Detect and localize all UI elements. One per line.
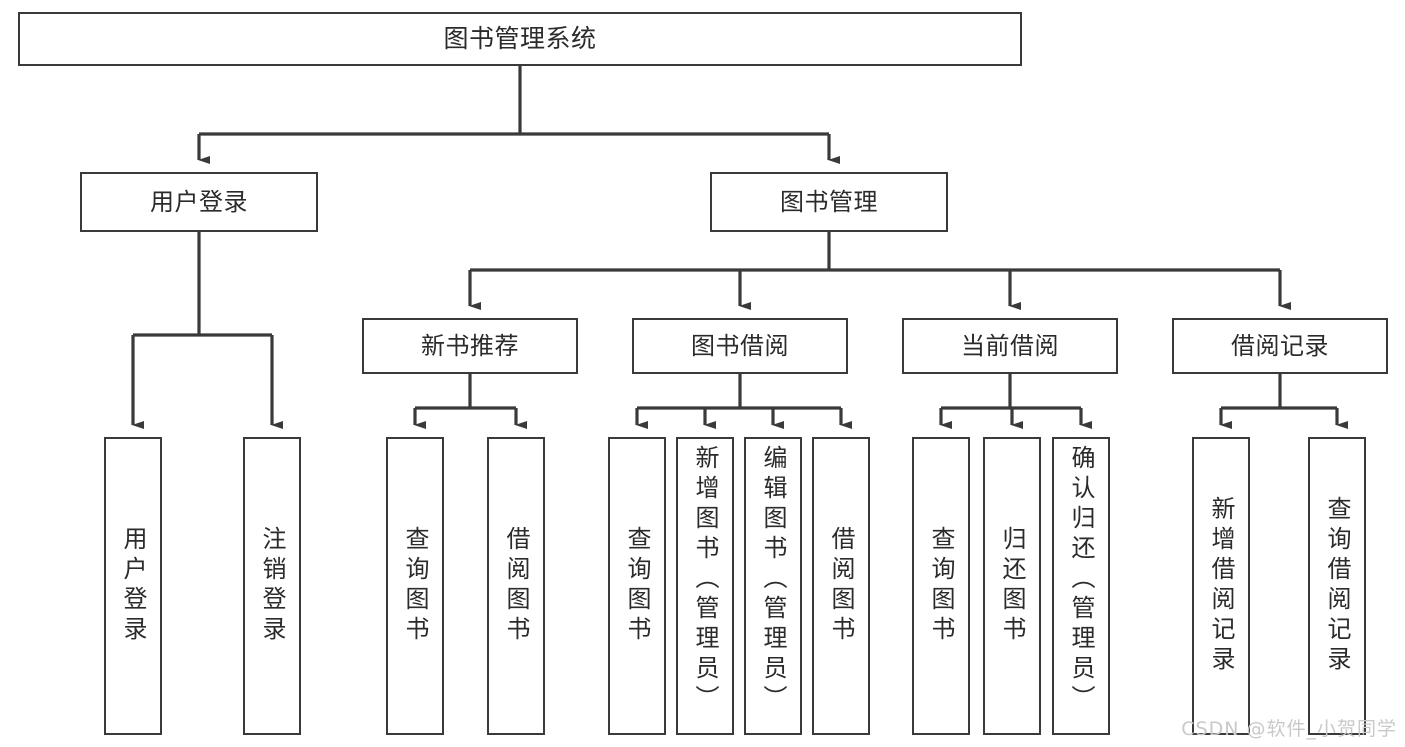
node-new-book-recommend[interactable]: 新书推荐	[362, 318, 578, 374]
node-label: 查询图书	[927, 526, 955, 646]
node-label: 用户登录	[150, 187, 248, 216]
node-book-borrow[interactable]: 图书借阅	[632, 318, 848, 374]
node-label: 确认归还（管理员）	[1067, 445, 1095, 715]
node-label: 新增图书（管理员）	[691, 445, 719, 715]
node-current-borrow[interactable]: 当前借阅	[902, 318, 1118, 374]
node-user-login[interactable]: 用户登录	[80, 172, 318, 232]
node-leaf-query-book-recommend[interactable]: 查询图书	[386, 437, 444, 735]
watermark: CSDN @软件_小贺同学	[1181, 718, 1397, 740]
node-label: 查询借阅记录	[1323, 496, 1351, 676]
node-leaf-add-book[interactable]: 新增图书（管理员）	[676, 437, 734, 735]
node-leaf-borrow-book[interactable]: 借阅图书	[812, 437, 870, 735]
node-leaf-edit-book[interactable]: 编辑图书（管理员）	[744, 437, 802, 735]
node-label: 新书推荐	[421, 331, 519, 360]
node-leaf-borrow-book-recommend[interactable]: 借阅图书	[487, 437, 545, 735]
node-label: 图书借阅	[691, 331, 789, 360]
node-borrow-record[interactable]: 借阅记录	[1172, 318, 1388, 374]
node-label: 查询图书	[401, 526, 429, 646]
node-label: 借阅图书	[502, 526, 530, 646]
node-label: 注销登录	[258, 526, 286, 646]
node-label: 查询图书	[623, 526, 651, 646]
node-leaf-add-borrow-record[interactable]: 新增借阅记录	[1192, 437, 1250, 735]
node-label: 图书管理	[780, 187, 878, 216]
node-leaf-query-book-borrow[interactable]: 查询图书	[608, 437, 666, 735]
node-leaf-query-book-current[interactable]: 查询图书	[912, 437, 970, 735]
node-label: 借阅记录	[1231, 331, 1329, 360]
node-leaf-user-login[interactable]: 用户登录	[104, 437, 162, 735]
node-label: 当前借阅	[961, 331, 1059, 360]
node-leaf-return-book[interactable]: 归还图书	[983, 437, 1041, 735]
node-leaf-confirm-return[interactable]: 确认归还（管理员）	[1052, 437, 1110, 735]
node-label: 新增借阅记录	[1207, 496, 1235, 676]
node-book-manage[interactable]: 图书管理	[710, 172, 948, 232]
node-label: 编辑图书（管理员）	[759, 445, 787, 715]
node-label: 借阅图书	[827, 526, 855, 646]
node-leaf-query-borrow-record[interactable]: 查询借阅记录	[1308, 437, 1366, 735]
node-root-system[interactable]: 图书管理系统	[18, 12, 1022, 66]
node-label: 归还图书	[998, 526, 1026, 646]
node-label: 用户登录	[119, 526, 147, 646]
node-label: 图书管理系统	[443, 24, 597, 53]
node-leaf-user-logout[interactable]: 注销登录	[243, 437, 301, 735]
